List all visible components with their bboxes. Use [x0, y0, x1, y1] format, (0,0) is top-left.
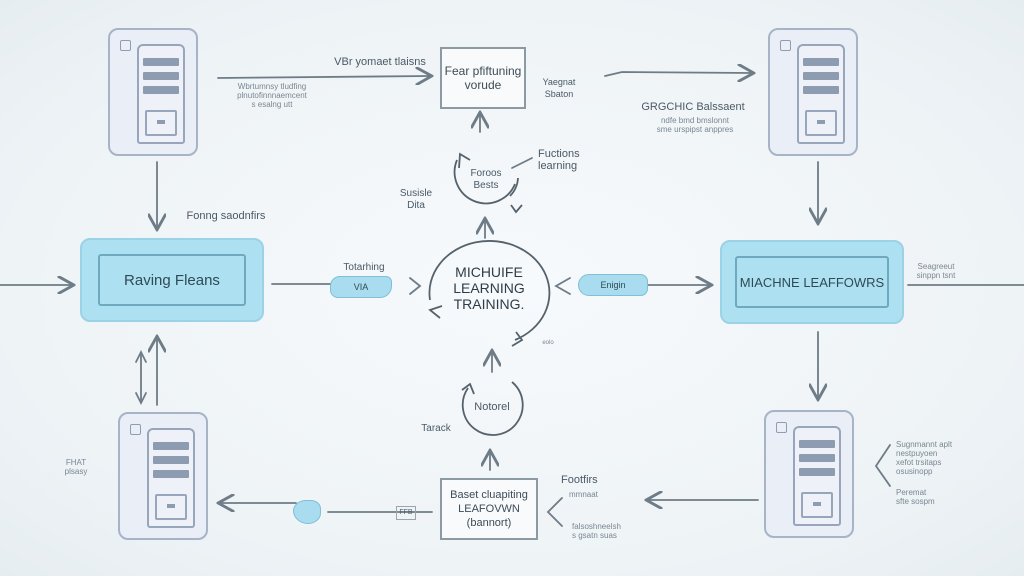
center-line1: MICHUIFE: [455, 264, 523, 280]
subside-line2: Dita: [407, 200, 425, 211]
fong-label: Fonng saodnfirs: [186, 210, 266, 222]
arrow-head-center-left: [409, 277, 422, 295]
totarhing-label: Totarhing: [343, 262, 385, 273]
right-panel-label: MIACHNE LEAFFOWRS: [735, 256, 889, 308]
indicator-icon: [120, 40, 131, 51]
right-panel: MIACHNE LEAFFOWRS: [720, 240, 904, 324]
right-mid-1: Seagreeut: [917, 262, 955, 271]
subside-label: Susisle Dita: [396, 188, 436, 212]
right-bot-6: sfte sospm: [896, 497, 935, 506]
top-box-line2: vorude: [464, 78, 502, 92]
bottom-box-line1: Baset cluapiting: [450, 489, 528, 501]
small-cycle-line2: Bests: [473, 180, 499, 191]
footfirs-label: Footfirs: [561, 474, 598, 486]
arrow-to-topright-server: [604, 72, 752, 76]
graphic-title: GRGCHIC Balssaent: [641, 101, 745, 113]
engin-blob-text: Enigin: [600, 280, 626, 290]
right-mid-label: Seagreeut sinppn tsnt: [908, 262, 964, 280]
server-stack-icon: [137, 44, 185, 144]
top-box-line1: Fear pfiftuning: [444, 64, 522, 78]
top-right-label: Yaegnat Sbaton: [534, 76, 584, 100]
cycle-small-right: [509, 177, 519, 197]
dots-label: eolo: [542, 340, 554, 346]
cycle-small: [453, 159, 516, 205]
left-bottom-label: FHAT plsasy: [56, 458, 96, 476]
lower-cycle-label: Notorel: [474, 401, 510, 413]
server-icon-bottomright: [764, 410, 854, 538]
server-icon-topright: [768, 28, 858, 156]
arrow-topleft-to-topbox: [217, 76, 430, 78]
left-panel-label: Raving Fleans: [98, 254, 246, 306]
small-cycle-label: Foroos Bests: [466, 168, 506, 192]
bottom-box-line2: LEAFOVWN: [458, 503, 520, 515]
functions-line1: Fuctions: [538, 148, 580, 160]
totarhing-blob: VIA: [330, 276, 392, 298]
cycle-lower-arrow: [461, 382, 475, 395]
arrow-engin-to-center: [554, 277, 571, 295]
server-stack-icon: [147, 428, 195, 528]
indicator-icon: [776, 422, 787, 433]
left-bottom-2: plsasy: [64, 467, 88, 476]
top-left-note-1: Wbrtumnsy tludfing: [237, 82, 307, 91]
subside-line1: Susisle: [399, 188, 433, 199]
cycle-center-left-hook: [428, 305, 443, 319]
cycle-lower: [461, 381, 524, 436]
cycle-center-tail: [511, 331, 524, 347]
chevron-rightserver-bottom: [874, 444, 891, 487]
right-bot-1: Sugnmannt aplt: [896, 440, 953, 449]
left-bottom-1: FHAT: [65, 458, 87, 467]
bottom-box-line3: (bannort): [466, 517, 512, 529]
top-arrow-label: VBr yomaet tlaisns: [334, 56, 426, 68]
arrowhead-doubled-bottom: [135, 392, 147, 406]
foot-sub-2: falsoshneelsh: [572, 522, 621, 531]
server-stack-icon: [797, 44, 845, 144]
pointer-functions: [511, 157, 533, 169]
server-icon-topleft: [108, 28, 198, 156]
top-left-note-3: s esalng utt: [251, 100, 293, 109]
cycle-small-arrow2: [510, 204, 523, 214]
cycle-small-arrow: [458, 152, 471, 169]
center-line3: TRAINING.: [453, 296, 525, 312]
graphic-sub-1: ndfe bmd bmslonnt: [660, 116, 730, 125]
left-panel: Raving Fleans: [80, 238, 264, 322]
center-cycle-label: MICHUIFE LEARNING TRAINING.: [440, 264, 538, 312]
server-stack-icon: [793, 426, 841, 526]
right-bot-5: Peremat: [896, 488, 927, 497]
top-right-label-2: Sbaton: [544, 89, 574, 99]
ffb-tag: FFB: [396, 506, 416, 520]
right-bottom-label: Sugnmannt aplt nestpuyoen xefot trsitaps…: [896, 440, 952, 506]
cycle-center: [428, 240, 551, 341]
foot-sub: falsoshneelsh s gsatn suas: [572, 522, 621, 540]
arrowhead-doubled-top: [135, 349, 147, 363]
tarack-label: Tarack: [421, 423, 451, 434]
graphic-sub-2: sme urspipst anppres: [656, 125, 734, 134]
right-bot-4: osusinopp: [896, 467, 933, 476]
functions-line2: learning: [538, 160, 578, 172]
bottom-process-box: Baset cluapiting LEAFOVWN (bannort): [440, 478, 538, 540]
top-process-box: Fear pfiftuning vorude: [440, 47, 526, 109]
top-right-label-1: Yaegnat: [542, 77, 576, 87]
graphic-sub: ndfe bmd bmslonnt sme urspipst anppres: [640, 116, 750, 134]
chevron-bottombox-right: [546, 497, 563, 527]
foot-sub1: mmnaat: [569, 490, 598, 499]
functions-label: Fuctions learning: [538, 148, 580, 172]
indicator-icon: [780, 40, 791, 51]
center-line2: LEARNING: [453, 280, 525, 296]
totarhing-blob-text: VIA: [353, 282, 369, 292]
right-mid-2: sinppn tsnt: [916, 271, 956, 280]
top-left-note-2: plnutofinnnaemcent: [237, 91, 307, 100]
indicator-icon: [130, 424, 141, 435]
right-bot-2: nestpuyoen: [896, 449, 938, 458]
server-icon-bottomleft: [118, 412, 208, 540]
top-left-note: Wbrtumnsy tludfing plnutofinnnaemcent s …: [222, 82, 322, 109]
engin-blob: Enigin: [578, 274, 648, 296]
bottom-left-blob: [293, 500, 321, 524]
foot-sub-3: s gsatn suas: [572, 531, 617, 540]
small-cycle-line1: Foroos: [470, 168, 502, 179]
right-bot-3: xefot trsitaps: [896, 458, 942, 467]
